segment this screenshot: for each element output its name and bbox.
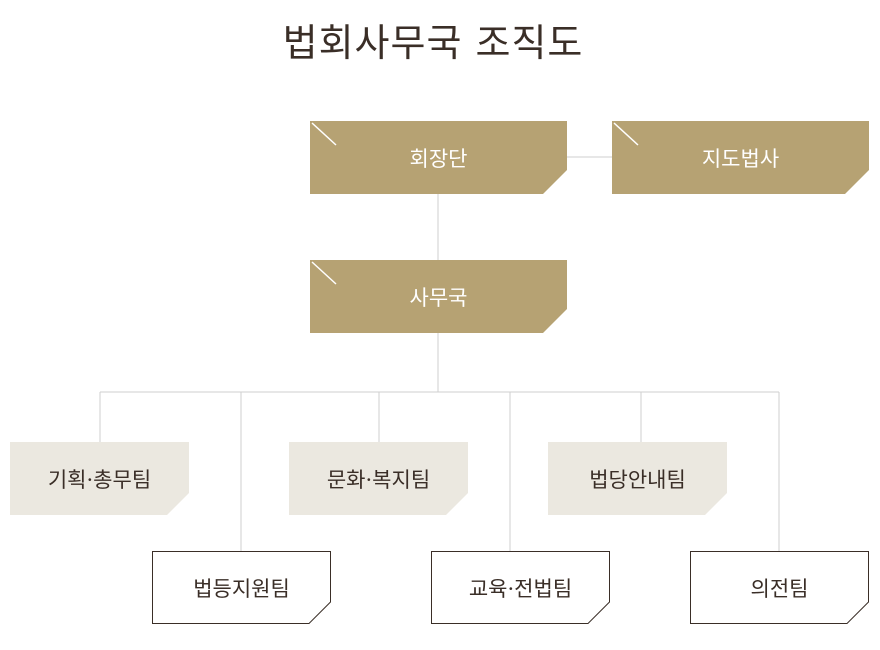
node-planning: 기획·총무팀 — [10, 442, 189, 515]
node-secretariat: 사무국 — [310, 260, 567, 333]
node-label: 기획·총무팀 — [47, 467, 152, 492]
node-shape — [431, 551, 610, 624]
node-shape — [10, 442, 189, 515]
node-shape — [310, 121, 567, 194]
node-advisor: 지도법사 — [612, 121, 869, 194]
node-culture: 문화·복지팀 — [289, 442, 468, 515]
node-label: 법당안내팀 — [589, 467, 686, 492]
node-shape — [289, 442, 468, 515]
node-shape — [548, 442, 727, 515]
node-label: 교육·전법팀 — [468, 576, 573, 601]
node-label: 지도법사 — [701, 146, 780, 171]
node-shape — [612, 121, 869, 194]
node-shape — [310, 260, 567, 333]
page-title: 법회사무국 조직도 — [282, 21, 584, 65]
node-education: 교육·전법팀 — [431, 551, 610, 624]
node-guide: 법당안내팀 — [548, 442, 727, 515]
node-label: 의전팀 — [750, 576, 809, 601]
node-label: 사무국 — [409, 285, 468, 310]
node-label: 회장단 — [409, 146, 468, 171]
node-shape — [690, 551, 869, 624]
node-chairman: 회장단 — [310, 121, 567, 194]
node-label: 문화·복지팀 — [326, 467, 431, 492]
node-label: 법등지원팀 — [193, 576, 290, 601]
node-ceremony: 의전팀 — [690, 551, 869, 624]
node-support: 법등지원팀 — [152, 551, 331, 624]
node-shape — [152, 551, 331, 624]
